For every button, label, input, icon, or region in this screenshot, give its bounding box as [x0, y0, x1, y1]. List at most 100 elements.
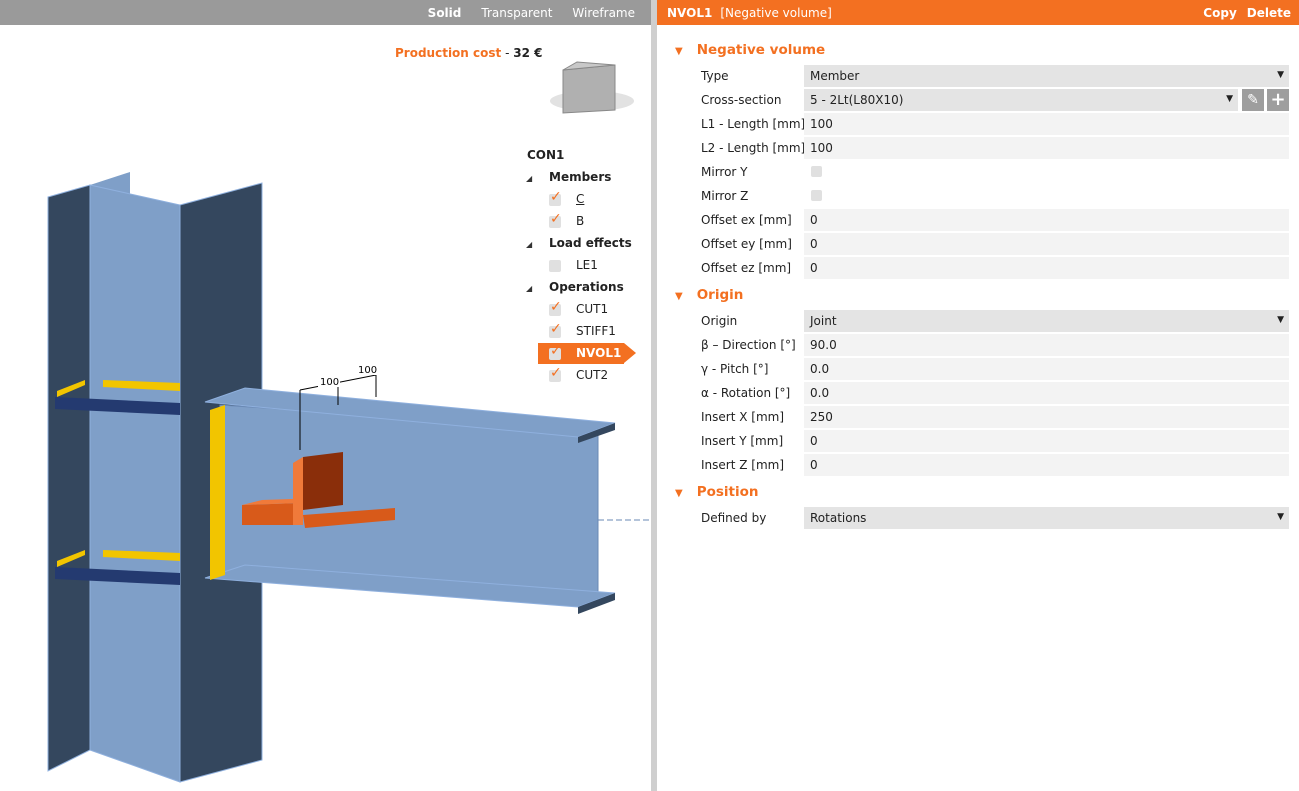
- property-label: Offset ey [mm]: [701, 237, 792, 251]
- property-row: Offset ey [mm] 0: [701, 233, 1289, 255]
- property-label: L1 - Length [mm]: [701, 117, 806, 131]
- property-label: Mirror Z: [701, 189, 749, 203]
- property-select[interactable]: Member: [804, 65, 1289, 87]
- panel-title: NVOL1: [667, 5, 713, 20]
- checkbox[interactable]: [549, 343, 562, 360]
- property-label: Defined by: [701, 511, 767, 525]
- view-mode-bar: Solid Transparent Wireframe: [0, 0, 651, 25]
- collapse-icon[interactable]: ◢: [526, 174, 533, 183]
- property-input[interactable]: 100: [804, 113, 1289, 135]
- property-row: Type Member: [701, 65, 1289, 87]
- dimension-label: 100: [358, 365, 377, 376]
- tree-group-load-effects[interactable]: Load effects: [549, 236, 632, 250]
- collapse-icon[interactable]: ▼: [675, 46, 683, 57]
- property-label: γ - Pitch [°]: [701, 362, 769, 376]
- section-header[interactable]: ▼ Negative volume: [675, 42, 825, 58]
- 3d-viewport[interactable]: Solid Transparent Wireframe: [0, 0, 651, 791]
- property-label: Insert X [mm]: [701, 410, 785, 424]
- checkbox[interactable]: [549, 211, 562, 228]
- property-label: Insert Y [mm]: [701, 434, 784, 448]
- property-label: Origin: [701, 314, 738, 328]
- property-label: Insert Z [mm]: [701, 458, 785, 472]
- section-title: Origin: [696, 287, 744, 303]
- property-label: Cross-section: [701, 93, 782, 107]
- property-label: Type: [701, 69, 729, 83]
- property-select[interactable]: Joint: [804, 310, 1289, 332]
- tree-item-c[interactable]: C: [576, 192, 585, 206]
- add-plus-icon[interactable]: +: [1267, 89, 1289, 111]
- property-row: β – Direction [°] 90.0: [701, 334, 1289, 356]
- collapse-icon[interactable]: ▼: [675, 291, 683, 302]
- property-row: α - Rotation [°] 0.0: [701, 382, 1289, 404]
- property-row: γ - Pitch [°] 0.0: [701, 358, 1289, 380]
- panel-header: NVOL1 [Negative volume] Copy Delete: [657, 0, 1299, 25]
- cross-section-select[interactable]: 5 - 2Lt(L80X10): [804, 89, 1238, 111]
- property-row: Mirror Y: [701, 161, 1289, 183]
- section-header[interactable]: ▼ Origin: [675, 287, 743, 303]
- property-input[interactable]: 0: [804, 257, 1289, 279]
- checkbox[interactable]: [549, 299, 562, 316]
- tree-item-cut1[interactable]: CUT1: [576, 302, 609, 316]
- property-input[interactable]: 0: [804, 209, 1289, 231]
- property-input[interactable]: 100: [804, 137, 1289, 159]
- property-input[interactable]: 0: [804, 454, 1289, 476]
- section-header[interactable]: ▼ Position: [675, 484, 759, 500]
- mode-transparent[interactable]: Transparent: [481, 5, 553, 20]
- property-row: L2 - Length [mm]100: [701, 137, 1289, 159]
- tree-item-nvol1[interactable]: NVOL1: [576, 346, 622, 360]
- edit-pencil-icon[interactable]: ✎: [1242, 89, 1264, 111]
- copy-button[interactable]: Copy: [1203, 5, 1237, 20]
- checkbox[interactable]: [549, 365, 562, 382]
- property-row: Offset ez [mm] 0: [701, 257, 1289, 279]
- property-input[interactable]: 90.0: [804, 334, 1289, 356]
- checkbox[interactable]: [549, 321, 562, 338]
- property-input[interactable]: 0: [804, 430, 1289, 452]
- view-cube-icon[interactable]: [550, 61, 634, 114]
- checkbox[interactable]: [811, 166, 822, 177]
- property-row: Mirror Z: [701, 185, 1289, 207]
- pane-splitter[interactable]: [651, 0, 657, 791]
- properties-panel: NVOL1 [Negative volume] Copy Delete ▼ Neg…: [657, 0, 1299, 791]
- property-row: Insert X [mm] 250: [701, 406, 1289, 428]
- delete-button[interactable]: Delete: [1246, 5, 1291, 20]
- property-row: Defined by Rotations: [701, 507, 1289, 529]
- tree-item-cut2[interactable]: CUT2: [576, 368, 609, 382]
- tree-item-le1[interactable]: LE1: [576, 258, 598, 272]
- tree-item-stiff1[interactable]: STIFF1: [576, 324, 616, 338]
- property-row: L1 - Length [mm]100: [701, 113, 1289, 135]
- collapse-icon[interactable]: ◢: [526, 284, 533, 293]
- checkbox[interactable]: [549, 260, 561, 272]
- property-label: L2 - Length [mm]: [701, 141, 806, 155]
- property-select[interactable]: Rotations: [804, 507, 1289, 529]
- collapse-icon[interactable]: ▼: [675, 488, 683, 499]
- property-input[interactable]: 0.0: [804, 358, 1289, 380]
- section-title: Negative volume: [696, 42, 826, 58]
- property-label: Offset ez [mm]: [701, 261, 792, 275]
- panel-subtitle: [Negative volume]: [720, 5, 832, 20]
- tree-root[interactable]: CON1: [527, 148, 565, 162]
- tree-item-b[interactable]: B: [576, 214, 585, 228]
- property-label: β – Direction [°]: [701, 338, 796, 352]
- checkbox[interactable]: [549, 189, 562, 206]
- property-label: Offset ex [mm]: [701, 213, 792, 227]
- column-flange-left: [47, 184, 91, 772]
- property-input[interactable]: 0.0: [804, 382, 1289, 404]
- property-row: Offset ex [mm] 0: [701, 209, 1289, 231]
- property-label: α - Rotation [°]: [701, 386, 791, 400]
- property-label: Mirror Y: [701, 165, 748, 179]
- tree-group-members[interactable]: Members: [549, 170, 612, 184]
- collapse-icon[interactable]: ◢: [526, 240, 533, 249]
- production-cost: Production cost - 32 €: [395, 46, 543, 60]
- mode-solid[interactable]: Solid: [427, 5, 462, 20]
- tree-group-operations[interactable]: Operations: [549, 280, 624, 294]
- property-row: Cross-section 5 - 2Lt(L80X10)✎+: [701, 89, 1289, 111]
- section-title: Position: [696, 484, 759, 500]
- property-row: Insert Y [mm] 0: [701, 430, 1289, 452]
- property-row: Origin Joint: [701, 310, 1289, 332]
- property-input[interactable]: 250: [804, 406, 1289, 428]
- checkbox[interactable]: [811, 190, 822, 201]
- negative-volume-nvol1[interactable]: [242, 452, 395, 528]
- mode-wireframe[interactable]: Wireframe: [572, 5, 635, 20]
- property-input[interactable]: 0: [804, 233, 1289, 255]
- 3d-model[interactable]: 100 100: [0, 25, 651, 791]
